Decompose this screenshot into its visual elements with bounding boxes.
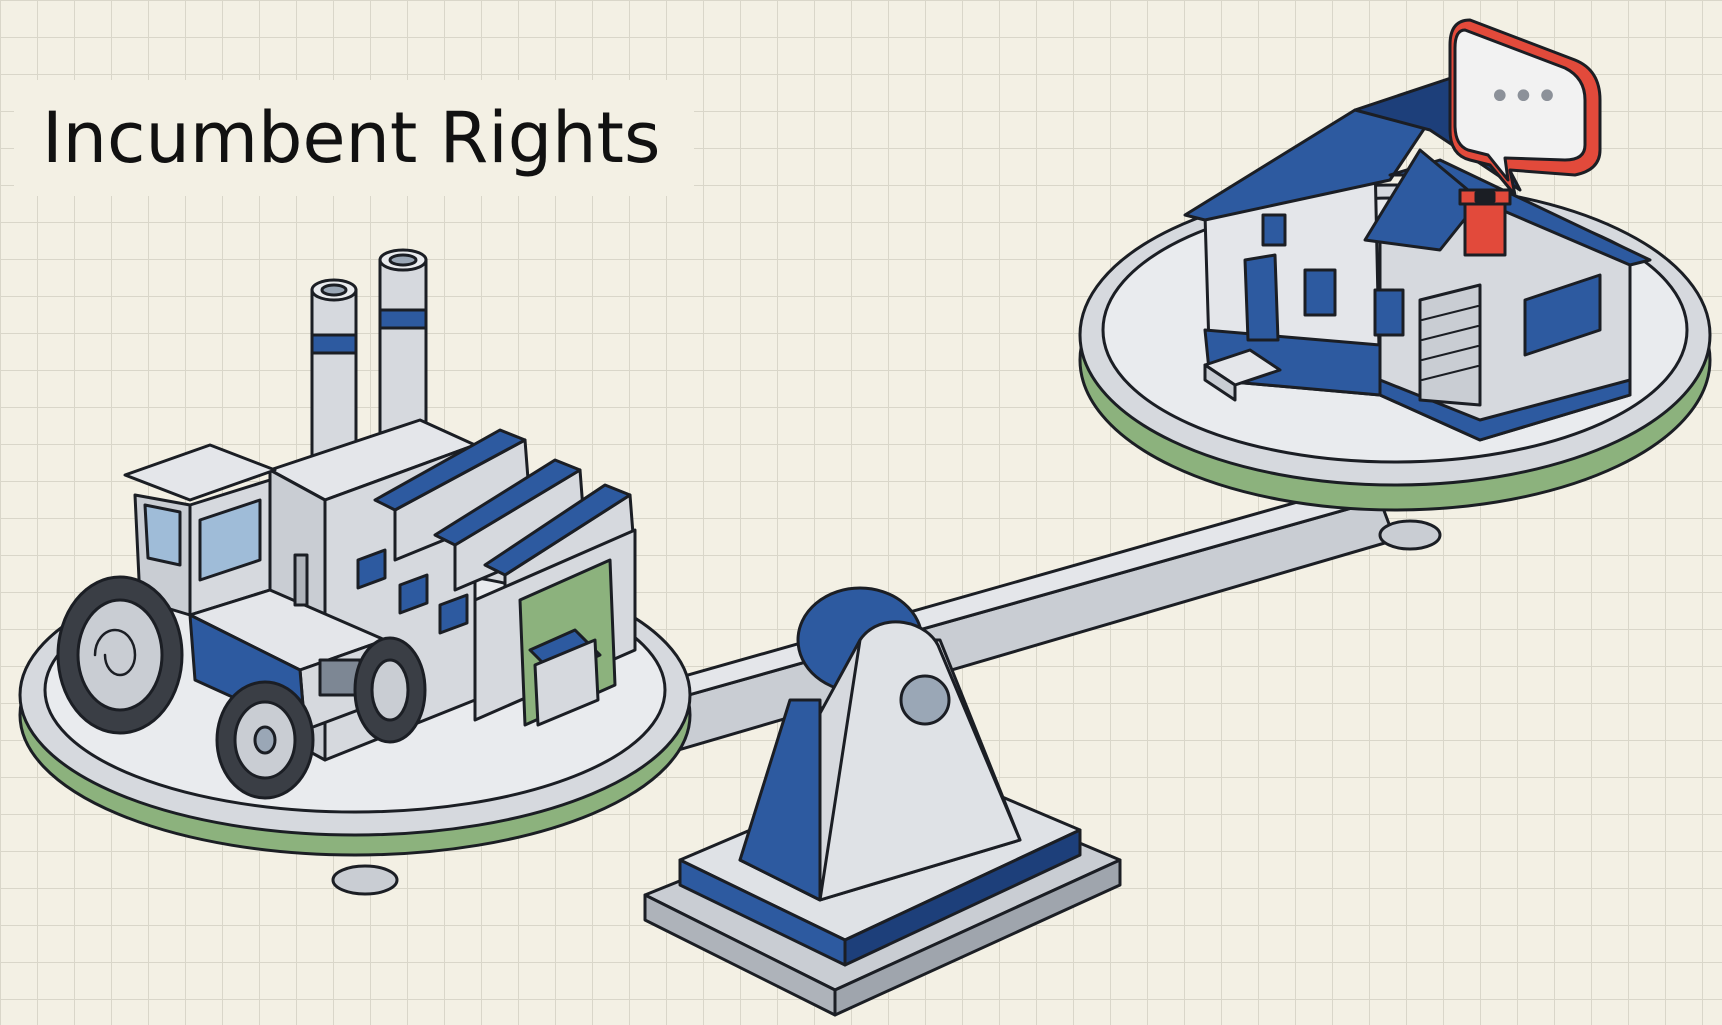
seesaw-beam xyxy=(598,478,1397,772)
title-backdrop xyxy=(14,80,694,196)
tractor-icon xyxy=(56,443,427,800)
speech-bubble-dots: ••• xyxy=(1488,74,1559,120)
seesaw-fulcrum-icon xyxy=(643,586,1122,1017)
page-title: Incumbent Rights xyxy=(42,97,661,179)
speech-bubble-icon: ••• xyxy=(1448,18,1602,197)
